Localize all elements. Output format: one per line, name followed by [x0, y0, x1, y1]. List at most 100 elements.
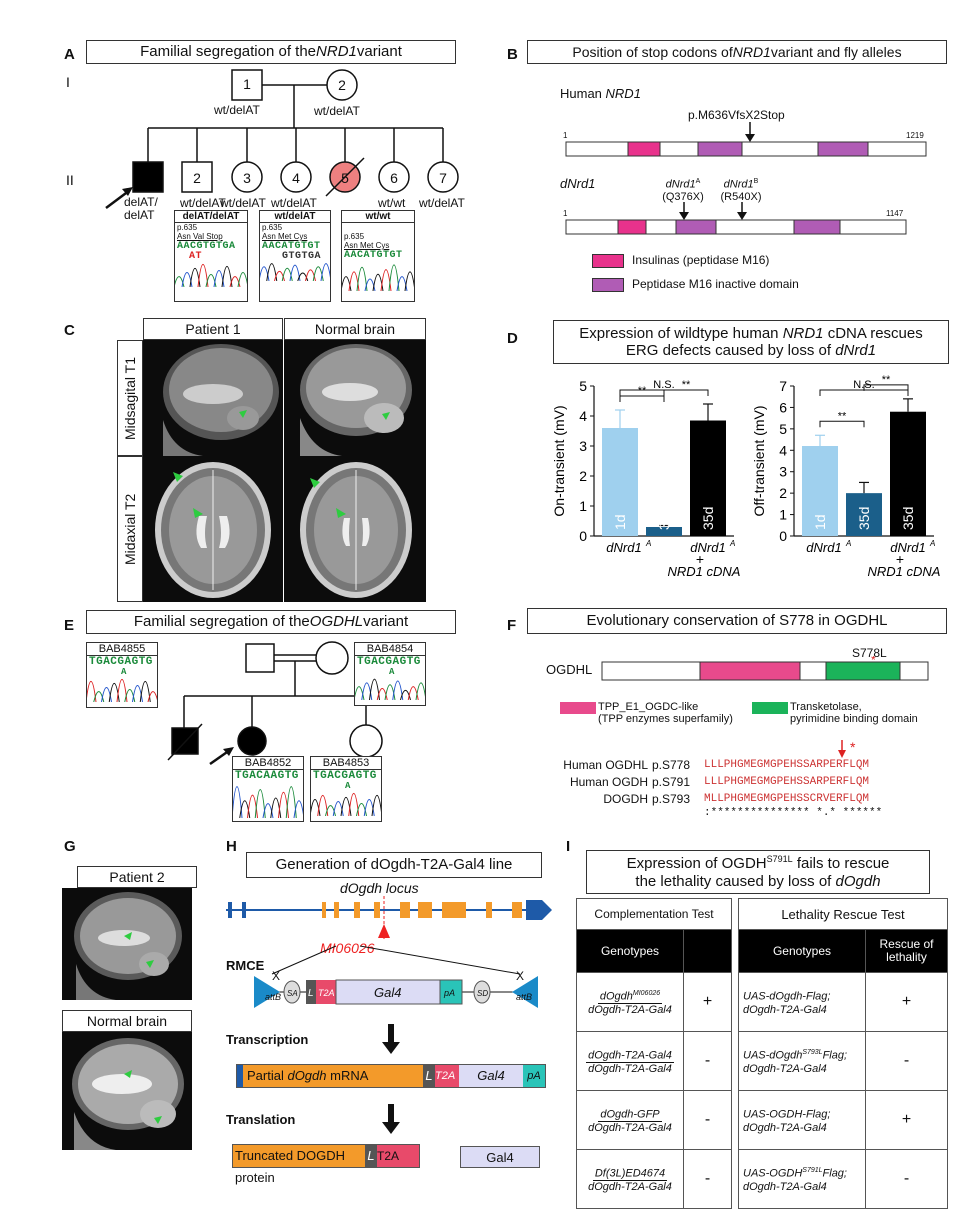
- human-nrd1-protein: [565, 122, 927, 157]
- inactive-domain-1: [697, 141, 743, 157]
- chromatogram-wt-wt: wt/wt p.635 Asn Met Cys AACATGTGT: [340, 210, 416, 302]
- chromatogram-title: delAT/delAT: [175, 211, 247, 223]
- legend-insulinase-label: Insulinas (peptidase M16): [632, 253, 770, 267]
- rescue-result: +: [865, 972, 948, 1032]
- alignment-arrow-icon: *: [838, 739, 856, 758]
- chromatogram-trace: [258, 263, 332, 282]
- alignment-position: p.S778: [652, 757, 691, 772]
- allele-b-arrow-icon: [737, 212, 747, 220]
- y-tick-label: 0: [579, 528, 587, 544]
- rescue-result: +: [865, 1090, 948, 1150]
- individual-II4-genotype: wt/delAT: [271, 196, 317, 210]
- chromatogram-seq: AACATGTGT: [344, 250, 403, 261]
- pedigree-proband-II1: [132, 161, 164, 193]
- x-axis-label-sup: A: [845, 539, 851, 548]
- x-axis-label: dNrd1: [690, 540, 725, 555]
- locus-label: dOgdh locus: [340, 880, 419, 896]
- individual-II3-genotype: wt/delAT: [220, 196, 266, 210]
- pedigree-ogdhl: [167, 641, 383, 766]
- green-arrow-icon: [173, 472, 183, 482]
- chromatogram-position: p.635: [344, 232, 365, 241]
- mrna-label: Partial dOgdh mRNA: [243, 1065, 423, 1087]
- svg-text:SD: SD: [477, 989, 488, 998]
- individual-I1-number: 1: [243, 76, 251, 92]
- significance-label: **: [882, 374, 891, 386]
- allele-b-label: dNrd1B(R540X): [720, 178, 762, 203]
- svg-text:Gal4: Gal4: [374, 985, 401, 1000]
- bar-label: 1d: [612, 514, 628, 530]
- chromatogram-trace: [231, 786, 305, 819]
- panel-a-title: Familial segregation of the NRD1 variant: [86, 40, 456, 64]
- bar: [802, 446, 838, 536]
- legend-tk-label: Transketolase,pyrimidine binding domain: [790, 701, 918, 725]
- y-tick-label: 4: [579, 408, 587, 424]
- fly-end: 1147: [886, 209, 904, 218]
- individual-II3-number: 3: [243, 170, 251, 186]
- individual-II2-genotype: wt/delAT: [180, 196, 226, 210]
- pedigree-unaffected-female: [349, 724, 383, 758]
- complementation-result: -: [683, 1031, 732, 1091]
- bar: [846, 493, 882, 536]
- svg-text:X: X: [272, 969, 280, 983]
- res-header-rescue: Rescue of lethality: [865, 929, 948, 973]
- y-tick-label: 2: [779, 485, 787, 501]
- chromatogram-seq2: AT: [189, 251, 203, 262]
- chromatogram-bab4853: BAB4853 TGACGAGTG A: [309, 756, 383, 822]
- green-arrow-icon: [239, 410, 247, 418]
- green-arrow-icon: [154, 1116, 162, 1124]
- panel-h-title: Generation of dOgdh-T2A-Gal4 line: [246, 852, 542, 878]
- y-tick-label: 3: [579, 438, 587, 454]
- bar: [646, 527, 682, 536]
- table-row: UAS-dOgdhS793LFlag;dOgdh-T2A-Gal4-: [738, 1031, 948, 1091]
- translation-label: Translation: [226, 1112, 296, 1127]
- panel-d-label: D: [507, 330, 518, 347]
- significance-label: **: [638, 385, 647, 397]
- chromatogram-wt-delat: wt/delAT p.635 Asn Met Cys AACATGTGT GTG…: [258, 210, 332, 302]
- table-row: UAS-dOgdh-Flag;dOgdh-T2A-Gal4+: [738, 972, 948, 1032]
- legend-inactive-label: Peptidase M16 inactive domain: [632, 277, 799, 291]
- individual-II7-genotype: wt/delAT: [419, 196, 465, 210]
- significance-bracket: [619, 389, 709, 396]
- comp-title: Complementation Test: [576, 898, 732, 930]
- chromatogram-seq: AACATGTGT: [262, 241, 321, 252]
- chromatogram-title: wt/wt: [342, 211, 414, 223]
- legend-inactive-swatch: [592, 278, 624, 292]
- res-title: Lethality Rescue Test: [738, 898, 948, 930]
- rmce-cassette: attB SA L T2A Gal4 pA SD attB X X: [254, 945, 538, 1008]
- chromatogram-bab4852: BAB4852 TGACAAGTG: [231, 756, 305, 822]
- green-arrow-icon: [193, 508, 203, 518]
- y-axis-label: On-transient (mV): [551, 405, 567, 516]
- gal4-protein: Gal4: [460, 1146, 540, 1168]
- y-tick-label: 0: [779, 528, 787, 544]
- individual-II4-number: 4: [292, 170, 300, 186]
- significance-label: **: [838, 410, 847, 422]
- legend-tk-swatch: [752, 702, 788, 714]
- comp-header: Genotypes: [576, 929, 684, 973]
- y-tick-label: 6: [779, 399, 787, 415]
- green-arrow-icon: [146, 960, 154, 968]
- significance-bracket: [619, 395, 665, 402]
- mri-sagittal-normal: [284, 340, 426, 456]
- chromatogram-seq: AACGTGTGA: [177, 241, 236, 252]
- col-label-normal: Normal brain: [284, 318, 426, 340]
- fly-start: 1: [563, 209, 568, 218]
- x-axis-label-sup: A: [645, 539, 651, 548]
- generation-II-label: II: [66, 172, 74, 188]
- bar-label: 35d: [656, 507, 672, 530]
- panel-g-label: G: [64, 838, 76, 855]
- panel-a-title-text: Familial segregation of the: [140, 43, 317, 61]
- significance-bracket: [819, 420, 865, 428]
- panel-b-label: B: [507, 46, 518, 63]
- pedigree-female-II3: [231, 161, 263, 193]
- bar: [602, 428, 638, 536]
- panel-f-label: F: [507, 617, 517, 634]
- svg-text:T2A: T2A: [318, 988, 335, 998]
- individual-I1-genotype: wt/delAT: [214, 103, 260, 117]
- y-tick-label: 5: [579, 378, 587, 394]
- rescue-result: -: [865, 1031, 948, 1091]
- chromatogram-aa: Asn Val Stop: [177, 232, 223, 241]
